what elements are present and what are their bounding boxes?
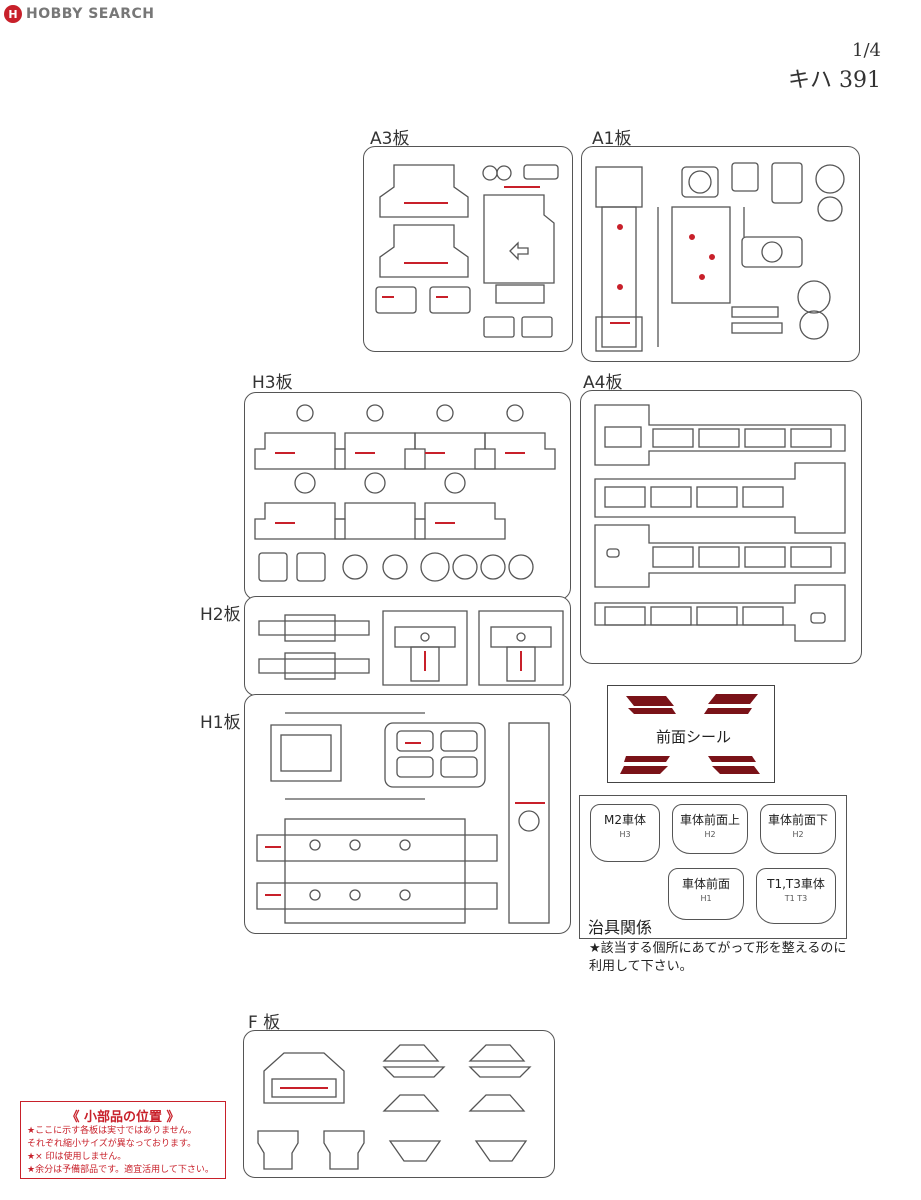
jig-body-front-lower-label: 車体前面下 bbox=[767, 813, 828, 827]
sheet-a3-parts bbox=[375, 164, 559, 338]
sheet-a1-parts bbox=[595, 162, 845, 352]
jig-body-front: 車体前面 H1 bbox=[668, 868, 744, 920]
sheet-label-f: F 板 bbox=[248, 1013, 281, 1033]
sheet-label-a3: A3板 bbox=[370, 129, 410, 149]
front-seal-label: 前面シール bbox=[656, 728, 732, 746]
small-parts-line-4: ★余分は予備部品です。適宜活用して下さい。 bbox=[27, 1165, 214, 1175]
jig-m2-body: M2車体 H3 bbox=[590, 804, 660, 862]
sheet-label-a1: A1板 bbox=[592, 129, 632, 149]
sheet-f-parts bbox=[257, 1044, 532, 1170]
jig-body-front-lower-sub: H2 bbox=[792, 830, 804, 839]
jig-body-front-label: 車体前面 bbox=[681, 877, 730, 891]
sheet-h3 bbox=[244, 392, 571, 600]
sheet-a4-parts bbox=[594, 404, 846, 642]
logo-mark-icon: H bbox=[4, 5, 22, 23]
jig-body-front-upper-label: 車体前面上 bbox=[679, 813, 740, 827]
jig-t1-t3-body-sub: T1 T3 bbox=[784, 894, 808, 903]
jig-m2-body-sub: H3 bbox=[619, 830, 631, 839]
sheet-label-h2: H2板 bbox=[200, 605, 241, 625]
jig-body-front-sub: H1 bbox=[700, 894, 712, 903]
small-parts-title: 《 小部品の位置 》 bbox=[66, 1110, 180, 1125]
jig-body-front-upper: 車体前面上 H2 bbox=[672, 804, 748, 854]
sheet-h1-parts bbox=[256, 712, 550, 924]
sheet-h2 bbox=[244, 596, 571, 696]
small-parts-box: 《 小部品の位置 》 ★ここに示す各板は実寸ではありません。 それぞれ縮小サイズ… bbox=[20, 1101, 226, 1179]
sheet-a1 bbox=[581, 146, 860, 362]
small-parts-line-2: それぞれ縮小サイズが異なっております。 bbox=[27, 1139, 197, 1149]
sheet-label-a4: A4板 bbox=[583, 373, 623, 393]
sheet-f bbox=[243, 1030, 555, 1178]
logo-text: HOBBY SEARCH bbox=[26, 6, 155, 22]
sheet-a4 bbox=[580, 390, 862, 664]
small-parts-line-3: ★× 印は使用しません。 bbox=[27, 1152, 127, 1162]
sheet-label-h1: H1板 bbox=[200, 713, 241, 733]
sheet-h1 bbox=[244, 694, 571, 934]
jig-t1-t3-body-label: T1,T3車体 bbox=[767, 877, 825, 891]
jig-title: 治具関係 bbox=[588, 918, 653, 937]
sheet-label-h3: H3板 bbox=[252, 373, 293, 393]
hobby-search-logo: H HOBBY SEARCH bbox=[4, 4, 154, 24]
jig-t1-t3-body: T1,T3車体 T1 T3 bbox=[756, 868, 836, 924]
page-number: 1/4 bbox=[852, 40, 881, 61]
jig-box: M2車体 H3 車体前面上 H2 車体前面下 H2 車体前面 H1 T1,T3車… bbox=[579, 795, 847, 939]
sheet-h2-parts bbox=[258, 610, 564, 686]
jig-body-front-lower: 車体前面下 H2 bbox=[760, 804, 836, 854]
sheet-a3 bbox=[363, 146, 573, 352]
jig-note: ★該当する個所にあてがって形を整えるのに利用して下さい。 bbox=[589, 941, 847, 974]
jig-body-front-upper-sub: H2 bbox=[704, 830, 716, 839]
jig-m2-body-label: M2車体 bbox=[604, 813, 646, 827]
sheet-h3-parts bbox=[254, 404, 556, 582]
model-name: キハ 391 bbox=[788, 68, 881, 93]
front-seal-graphics bbox=[620, 694, 760, 774]
front-seal-box: 前面シール bbox=[607, 685, 775, 783]
small-parts-line-1: ★ここに示す各板は実寸ではありません。 bbox=[27, 1126, 197, 1136]
